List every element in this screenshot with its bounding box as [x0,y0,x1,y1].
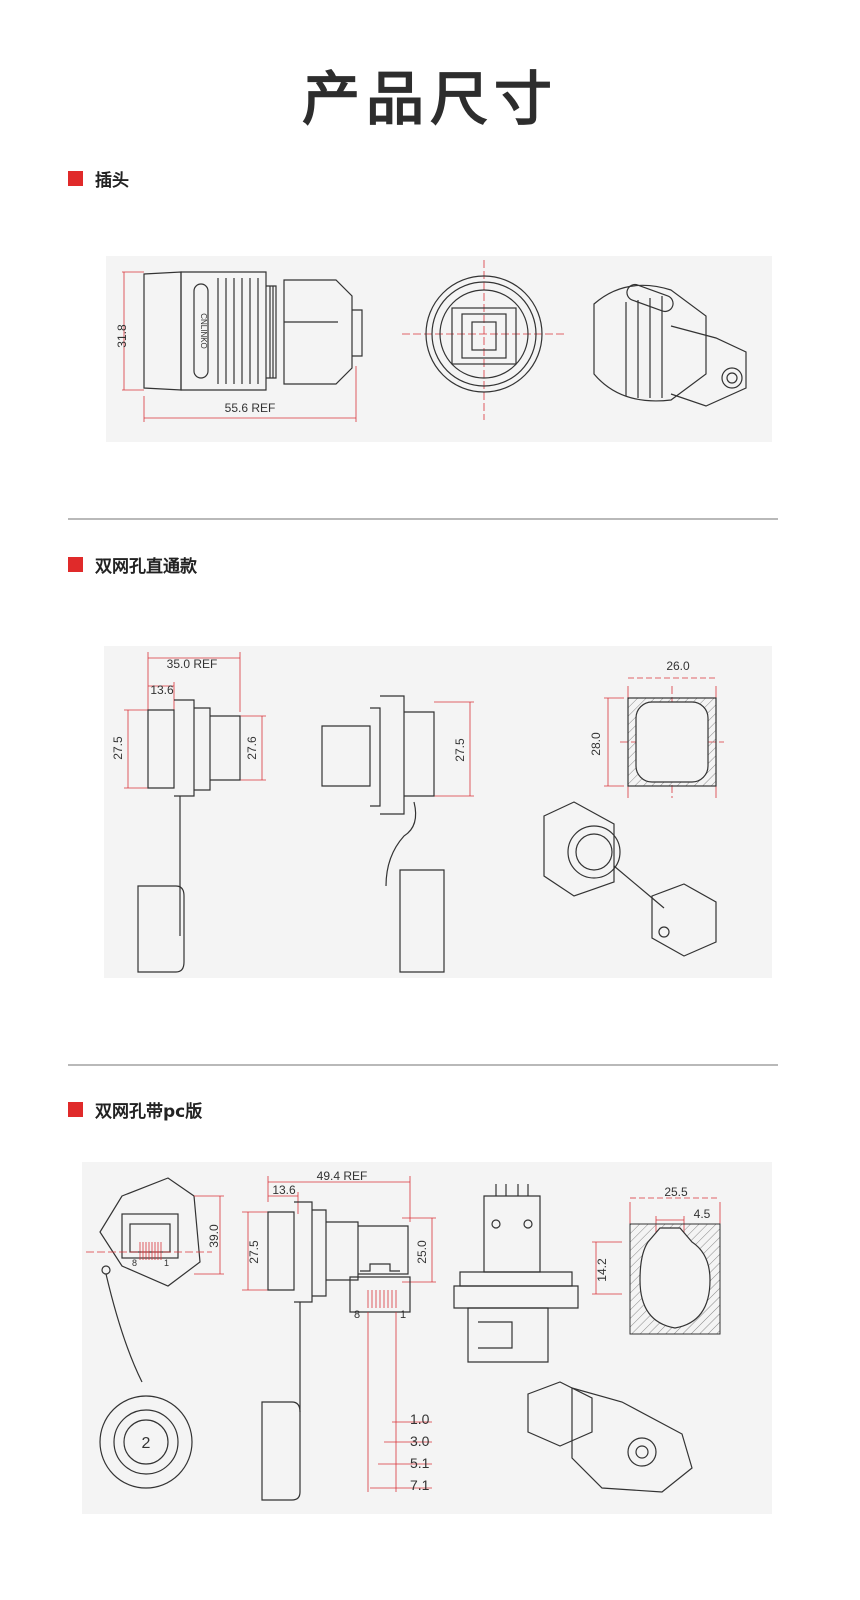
straight-cut-h-dim: 28.0 [589,732,603,756]
straight-overall-dim: 35.0 REF [167,657,218,671]
pcb-drawing: 8 1 2 39.0 49.4 REF 13.6 27.5 25.0 [86,1169,721,1501]
pcb-thread-dim: 25.0 [415,1240,429,1264]
section-header-plug: 插头 [68,168,129,191]
straight-drawing-panel: 35.0 REF 13.6 27.5 27.6 27.5 26.0 28.0 [104,646,772,978]
straight-thread-dim: 27.6 [245,736,259,760]
section-label: 双网孔带pc版 [95,1101,203,1122]
pcb-drawing-panel: 8 1 2 39.0 49.4 REF 13.6 27.5 25.0 [82,1162,772,1514]
section-header-straight: 双网孔直通款 [68,554,197,577]
pcb-cut-w-dim: 25.5 [664,1185,688,1199]
plug-drawing-panel: 31.8 55.6 REF CNLINKO [106,256,772,442]
pcb-cap-number: 2 [142,1435,151,1452]
straight-side-h-dim: 27.5 [453,738,467,762]
pcb-body-h-dim: 27.5 [247,1240,261,1264]
section-marker [68,1101,83,1117]
straight-cut-w-dim: 26.0 [666,659,690,673]
plug-length-dim: 55.6 REF [225,401,276,415]
pcb-overall-dim: 49.4 REF [317,1169,368,1183]
rj-pitch-2: 3.0 [410,1433,430,1449]
section-marker [68,556,83,572]
pcb-pin-right: 1 [164,1258,169,1268]
pcb-key-w-dim: 4.5 [694,1207,711,1221]
section-marker [68,170,83,186]
section-label: 双网孔直通款 [95,556,197,577]
rj-pitch-3: 5.1 [410,1455,430,1471]
section-divider [68,1064,778,1066]
section-label: 插头 [95,170,129,191]
section-header-pcb: 双网孔带pc版 [68,1099,203,1122]
section-divider [68,518,778,520]
plug-drawing: 31.8 55.6 REF CNLINKO [115,260,747,422]
straight-flange-dim: 13.6 [150,683,174,697]
pcb-flange-h-dim: 39.0 [207,1224,221,1248]
straight-drawing: 35.0 REF 13.6 27.5 27.6 27.5 26.0 28.0 [111,652,724,973]
pcb-flange-dim: 13.6 [272,1183,296,1197]
pcb-key-h-dim: 14.2 [595,1258,609,1282]
page-title: 产品尺寸 [301,65,558,133]
plug-logo: CNLINKO [199,313,208,349]
straight-body-h-dim: 27.5 [111,736,125,760]
rj-pin-right: 1 [400,1309,406,1321]
pcb-pin-left: 8 [132,1258,137,1268]
rj-pin-left: 8 [354,1309,360,1321]
rj-pitch-1: 1.0 [410,1411,430,1427]
rj-pitch-4: 7.1 [410,1477,430,1493]
plug-height-dim: 31.8 [115,324,129,348]
